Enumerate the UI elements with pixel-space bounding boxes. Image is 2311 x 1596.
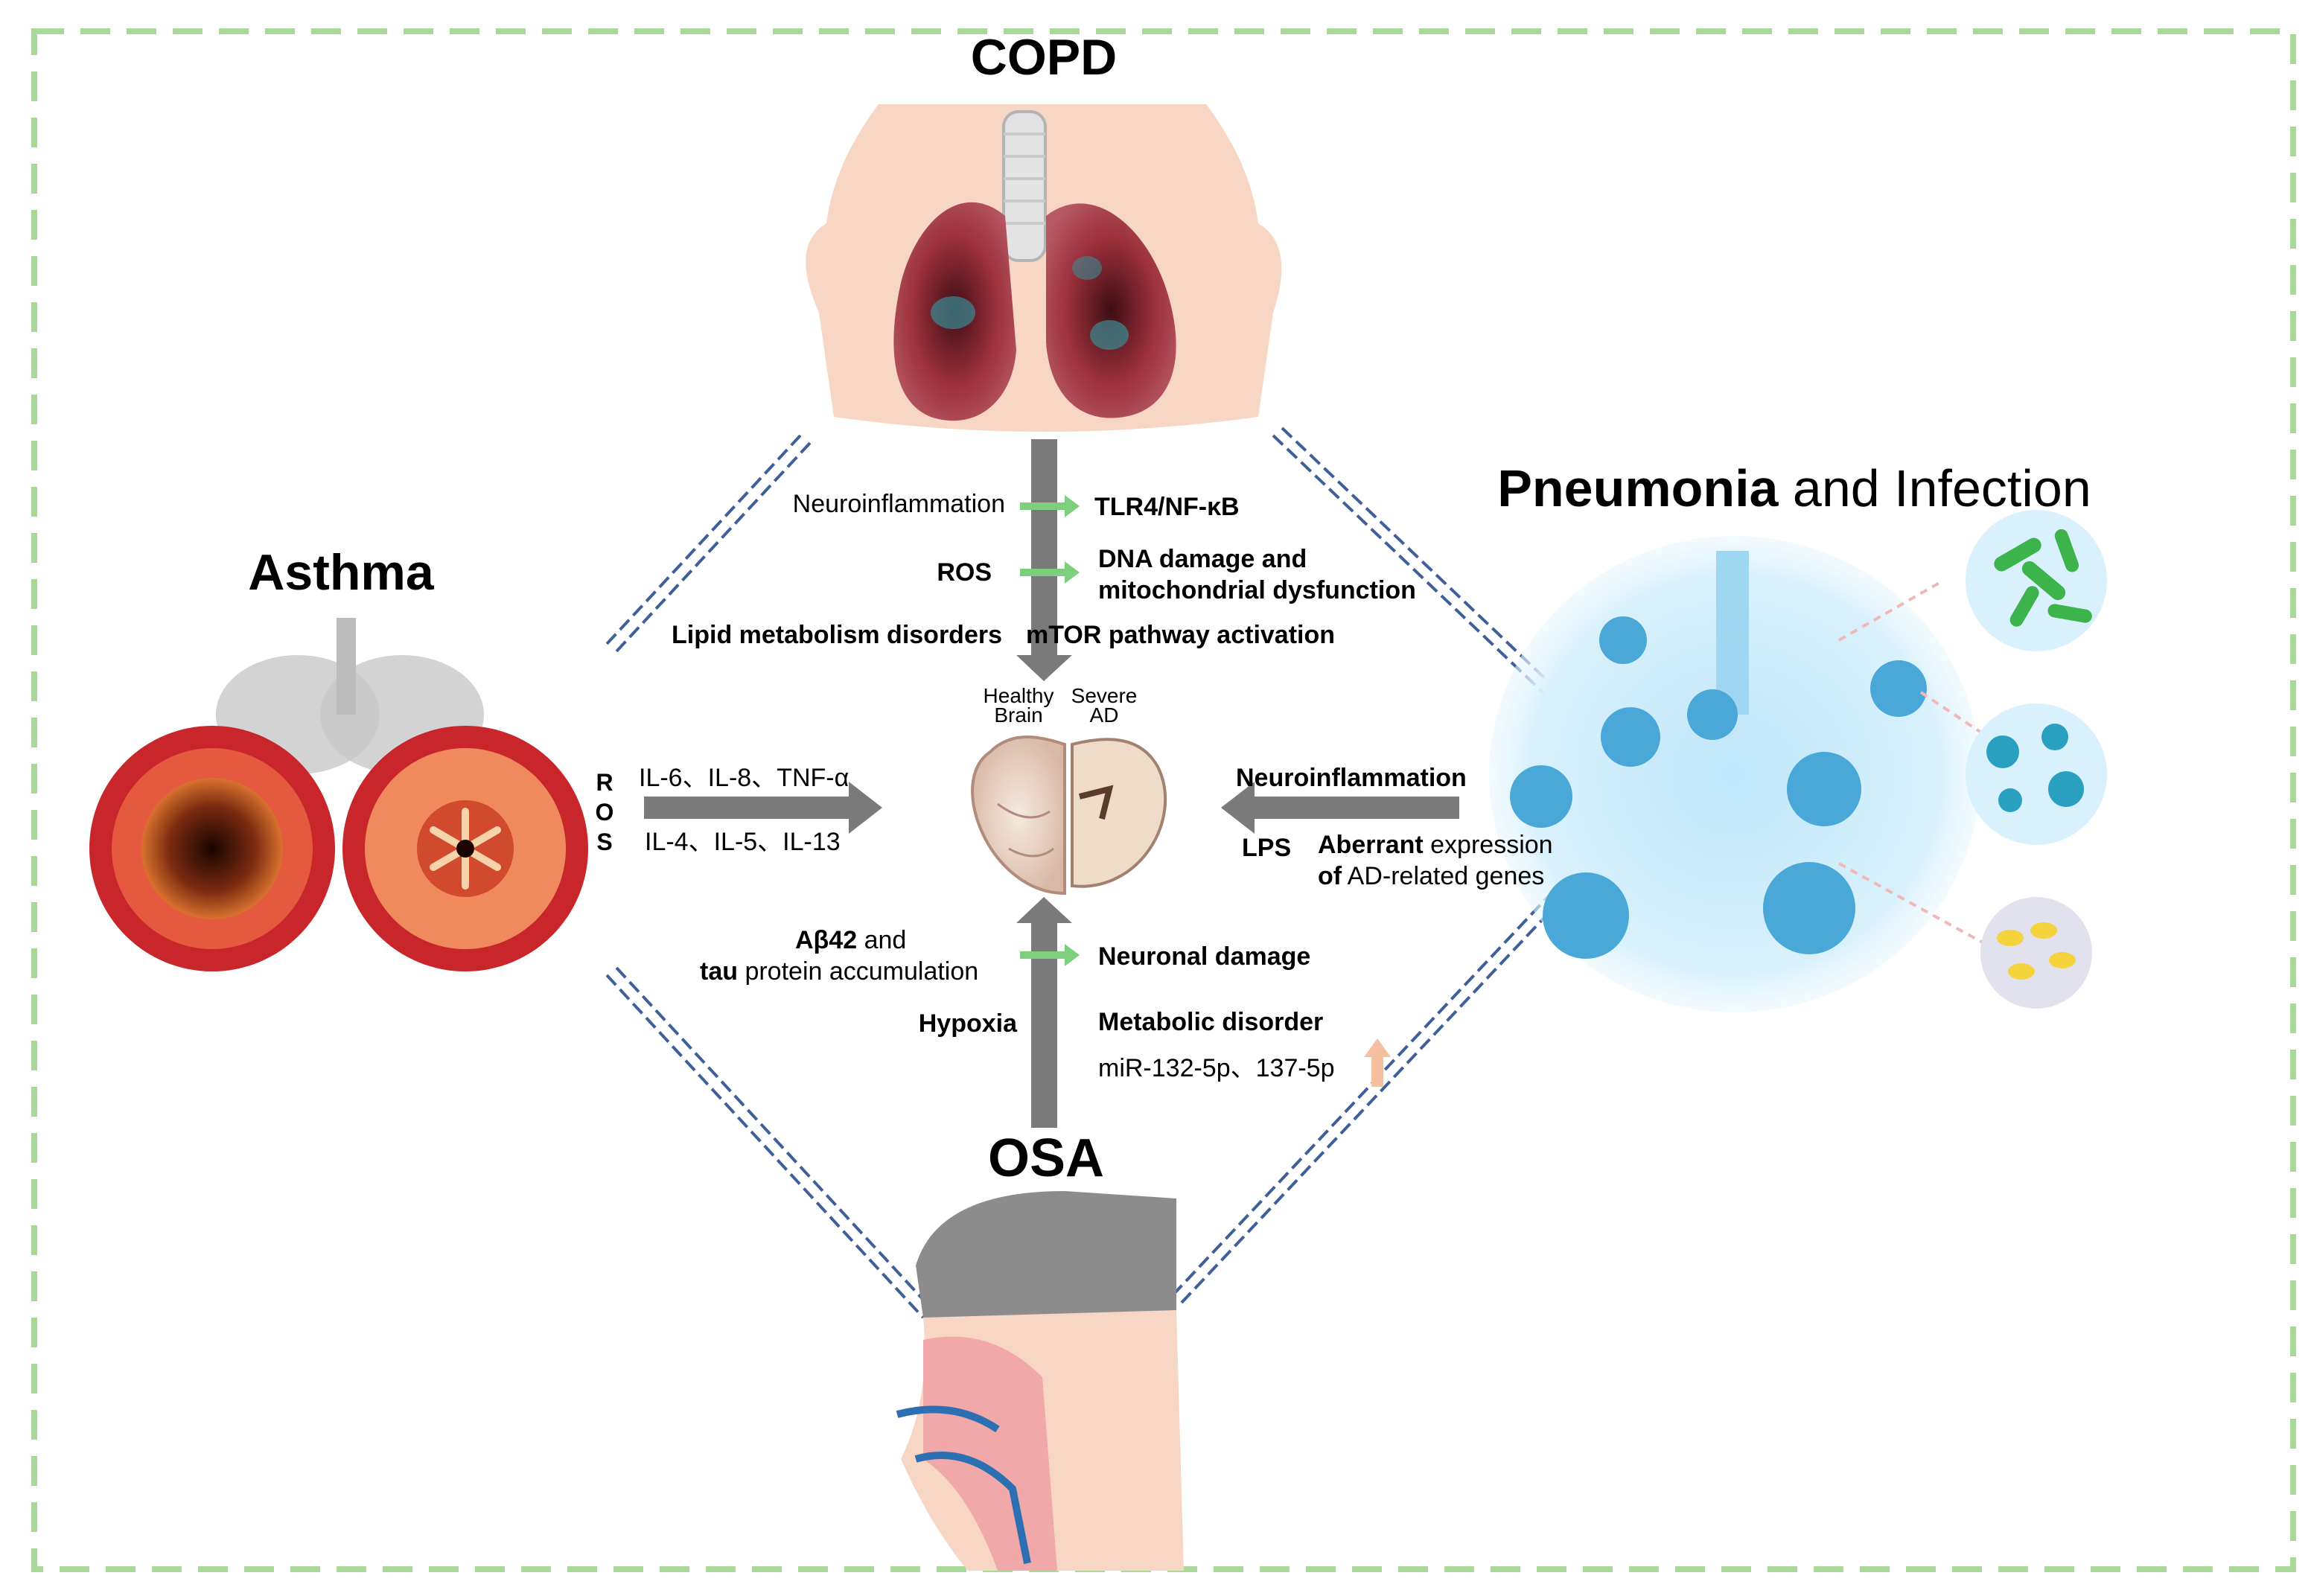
copd-mtor: mTOR pathway activation xyxy=(1026,621,1335,649)
pneumonia-title: Pneumonia and Infection xyxy=(1497,459,2091,517)
asthma-cytokines-1: IL-6、IL-8、TNF-α xyxy=(639,764,849,792)
osa-metabolic: Metabolic disorder xyxy=(1098,1008,1323,1036)
asthma-ros-r: R xyxy=(596,769,613,796)
outer-frame xyxy=(31,28,2296,1572)
small-green-arrows xyxy=(1020,495,1080,966)
copd-tlr4: TLR4/NF-κB xyxy=(1094,493,1240,521)
pneumonia-neuroinflammation: Neuroinflammation xyxy=(1236,764,1467,792)
main-arrows xyxy=(644,439,1459,1128)
asthma-illustration xyxy=(89,618,588,971)
copd-illustration xyxy=(806,104,1282,432)
asthma-title: Asthma xyxy=(248,544,435,601)
osa-tau: tau protein accumulation xyxy=(700,957,978,986)
severe-ad-label-1: Severe xyxy=(1071,684,1138,707)
asthma-cytokines-2: IL-4、IL-5、IL-13 xyxy=(645,828,841,856)
pneumonia-lps: LPS xyxy=(1242,834,1291,862)
osa-abeta: Aβ42 and xyxy=(795,926,906,954)
copd-ros: ROS xyxy=(937,558,992,587)
copd-neuroinflammation: Neuroinflammation xyxy=(793,490,1005,518)
brain-illustration xyxy=(971,735,1167,896)
osa-arrow xyxy=(1016,897,1072,1128)
up-arrow-icon xyxy=(1364,1038,1391,1087)
osa-neuronal-damage: Neuronal damage xyxy=(1098,942,1310,971)
pneumonia-illustration xyxy=(1489,510,2107,1012)
asthma-arrow xyxy=(644,782,882,834)
osa-mirna: miR-132-5p、137-5p xyxy=(1098,1054,1335,1082)
copd-dna-damage: DNA damage and xyxy=(1098,545,1307,573)
healthy-brain-label-1: Healthy xyxy=(984,684,1054,707)
severe-ad-label-2: AD xyxy=(1090,703,1119,727)
copd-mitochondrial: mitochondrial dysfunction xyxy=(1098,576,1416,604)
osa-hypoxia: Hypoxia xyxy=(919,1009,1018,1038)
asthma-ros-s: S xyxy=(596,829,612,855)
pneumonia-arrow xyxy=(1221,782,1459,834)
pneumonia-aberrant: Aberrant expression xyxy=(1318,831,1553,859)
osa-title: OSA xyxy=(988,1129,1104,1188)
copd-lipid: Lipid metabolism disorders xyxy=(672,621,1002,649)
copd-arrow xyxy=(1016,439,1072,681)
osa-illustration xyxy=(896,1191,1184,1571)
copd-title: COPD xyxy=(971,29,1117,86)
healthy-brain-label-2: Brain xyxy=(994,703,1042,727)
asthma-ros-o: O xyxy=(596,799,614,826)
pneumonia-ad-genes: of AD-related genes xyxy=(1318,862,1544,890)
